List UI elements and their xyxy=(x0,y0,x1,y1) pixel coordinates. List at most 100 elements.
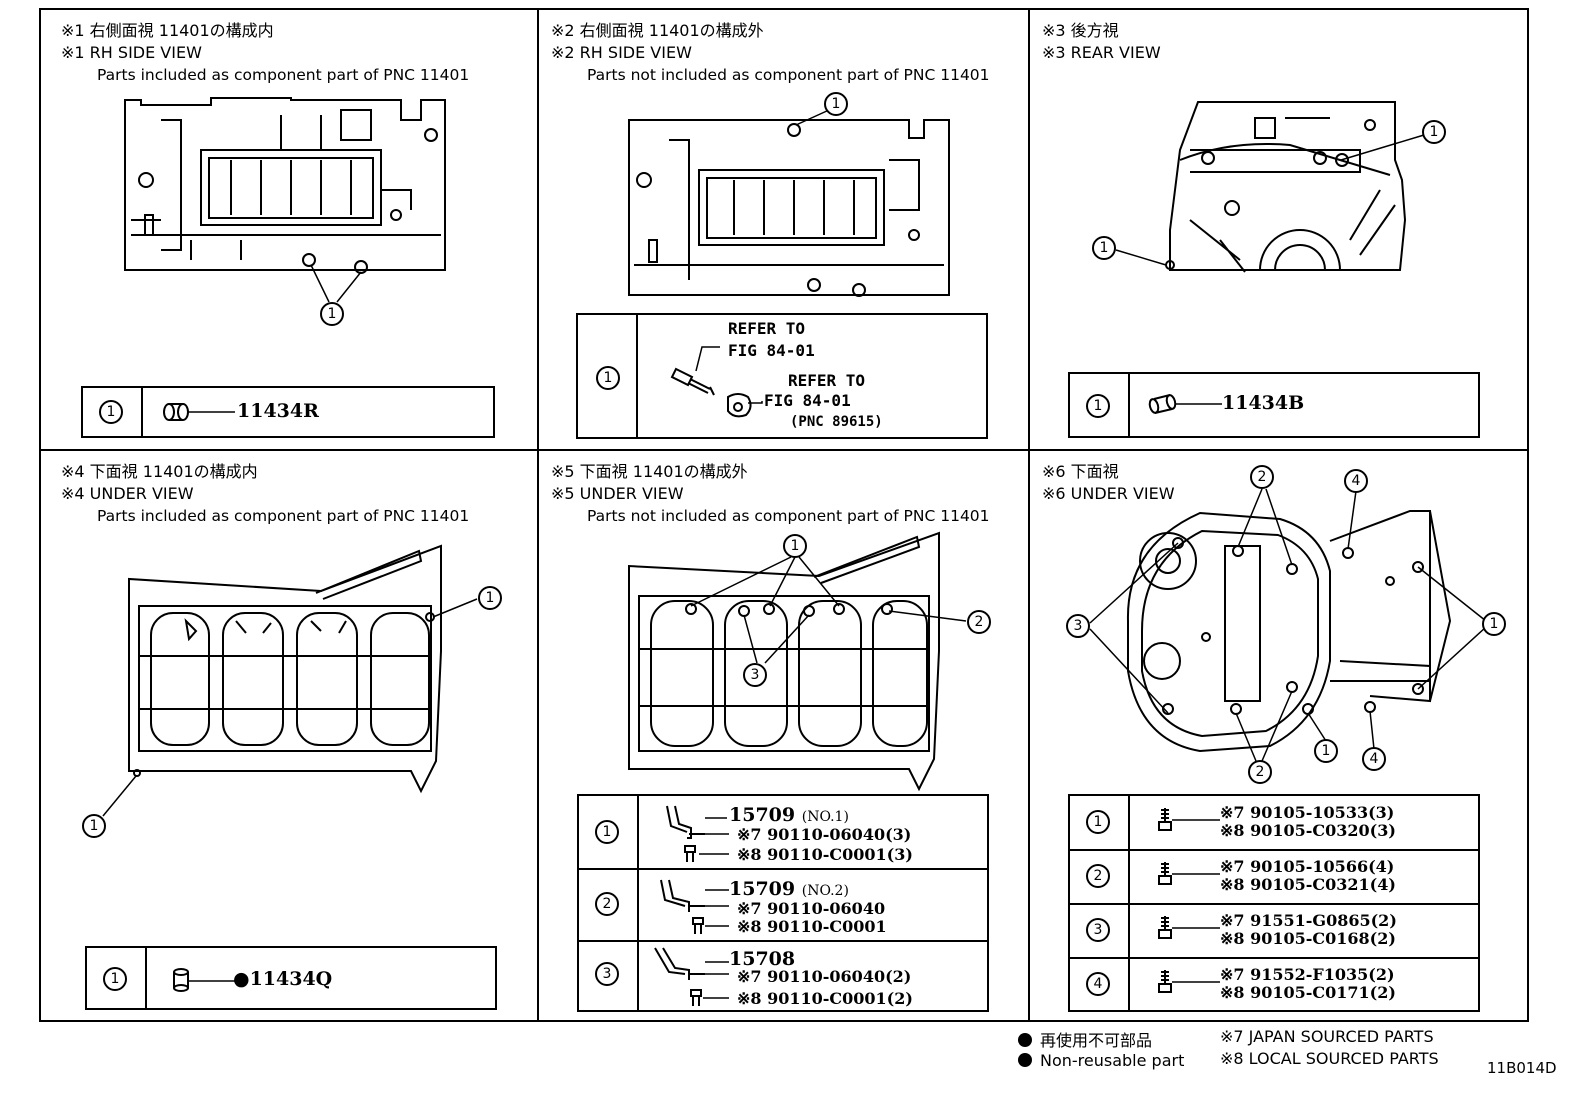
panel-under-view-not-included: ※5 下面視 11401の構成外 ※5 UNDER VIEW Parts not… xyxy=(539,451,1028,1020)
row-japan-part: ※7 91551-G0865(2) xyxy=(1220,911,1397,930)
row-part-number: 15708 xyxy=(729,948,796,970)
legend-number: 1 xyxy=(99,400,123,424)
row-japan-part: ※7 90110-06040 xyxy=(737,899,886,918)
legend-box: 1 11434R xyxy=(81,386,495,438)
title-jp: ※1 右側面視 11401の構成内 xyxy=(61,21,274,40)
legend-box: 1 ●11434Q xyxy=(85,946,497,1010)
panel-header: ※4 下面視 11401の構成内 ※4 UNDER VIEW Parts inc… xyxy=(61,461,469,527)
row-local-part: ※8 90105-C0320(3) xyxy=(1220,821,1396,840)
nonreusable-dot-icon xyxy=(1018,1033,1032,1047)
title-jp: ※6 下面視 xyxy=(1042,462,1119,481)
engine-block-side-drawing xyxy=(628,109,950,297)
panel-header: ※1 右側面視 11401の構成内 ※1 RH SIDE VIEW Parts … xyxy=(61,20,469,86)
footer-local-sourced: ※8 LOCAL SOURCED PARTS xyxy=(1220,1049,1439,1068)
figure-id: 11B014D xyxy=(1487,1059,1557,1077)
title-en: ※5 UNDER VIEW xyxy=(551,484,684,503)
refer-text-1b: FIG 84-01 xyxy=(728,341,815,360)
row-japan-part: ※7 90110-06040(2) xyxy=(737,967,912,986)
legend-part-number: 11434R xyxy=(237,400,319,422)
legend-part-number: 11434B xyxy=(1222,392,1305,414)
panel-rh-side-view-included: ※1 右側面視 11401の構成内 ※1 RH SIDE VIEW Parts … xyxy=(41,10,537,449)
callout-1-right: 1 xyxy=(478,586,502,610)
row-local-part: ※8 90110-C0001(2) xyxy=(737,989,913,1008)
row-number: 2 xyxy=(1086,864,1110,888)
refer-text-2c: (PNC 89615) xyxy=(790,414,883,430)
pin-icon xyxy=(163,403,235,421)
callout-1-bottom: 1 xyxy=(1314,739,1338,763)
row-number: 4 xyxy=(1086,972,1110,996)
dowel-icon xyxy=(173,968,235,992)
refer-text-2b: FIG 84-01 xyxy=(764,391,851,410)
row-number: 3 xyxy=(595,962,619,986)
row-part-number: 15709 (NO.1) xyxy=(729,804,849,826)
legend-number: 1 xyxy=(103,967,127,991)
diagram-frame xyxy=(39,8,1529,1022)
row-local-part: ※8 90105-C0168(2) xyxy=(1220,929,1396,948)
callout-4-top: 4 xyxy=(1344,469,1368,493)
engine-block-side-drawing xyxy=(124,97,446,303)
callout-3: 3 xyxy=(743,663,767,687)
description: Parts not included as component part of … xyxy=(587,507,990,525)
legend-number: 1 xyxy=(596,366,620,390)
panel-header: ※3 後方視 ※3 REAR VIEW xyxy=(1042,20,1161,64)
grid-divider xyxy=(39,449,1529,451)
callout-3: 3 xyxy=(1066,614,1090,638)
footer-japan-sourced: ※7 JAPAN SOURCED PARTS xyxy=(1220,1027,1434,1046)
title-jp: ※3 後方視 xyxy=(1042,21,1119,40)
oil-jet-icons xyxy=(654,805,729,1006)
description: Parts included as component part of PNC … xyxy=(97,507,470,525)
grid-divider xyxy=(537,8,539,1022)
description: Parts not included as component part of … xyxy=(587,66,990,84)
row-local-part: ※8 90105-C0321(4) xyxy=(1220,875,1396,894)
title-jp: ※4 下面視 11401の構成内 xyxy=(61,462,258,481)
callout-2-top: 2 xyxy=(1250,465,1274,489)
callout-1-left: 1 xyxy=(82,814,106,838)
panel-under-view-bolts: ※6 下面視 ※6 UNDER VIEW xyxy=(1030,451,1527,1020)
callout-1-left: 1 xyxy=(1092,236,1116,260)
panel-header: ※2 右側面視 11401の構成外 ※2 RH SIDE VIEW Parts … xyxy=(551,20,990,86)
legend-table: 1 ※7 90105-10533(3) ※8 90105-C0320(3) 2 … xyxy=(1068,794,1480,1012)
callout-1: 1 xyxy=(320,302,344,326)
row-local-part: ※8 90110-C0001 xyxy=(737,917,887,936)
engine-block-rear-drawing xyxy=(1115,101,1425,273)
row-number: 3 xyxy=(1086,918,1110,942)
footer-nonreusable-jp: 再使用不可部品 xyxy=(1018,1027,1152,1051)
title-jp: ※2 右側面視 11401の構成外 xyxy=(551,21,764,40)
title-en: ※4 UNDER VIEW xyxy=(61,484,194,503)
legend-table: 1 15709 (NO.1) ※7 9 xyxy=(577,794,989,1012)
callout-1-right: 1 xyxy=(1482,612,1506,636)
callout-2: 2 xyxy=(967,610,991,634)
legend-part-number: ●11434Q xyxy=(233,968,333,990)
bolt-icons xyxy=(1158,808,1220,993)
row-japan-part: ※7 90105-10566(4) xyxy=(1220,857,1395,876)
callout-2-bottom: 2 xyxy=(1248,760,1272,784)
refer-text-1a: REFER TO xyxy=(728,319,806,338)
legend-number: 1 xyxy=(1086,394,1110,418)
callout-1-top: 1 xyxy=(1422,120,1446,144)
row-number: 2 xyxy=(595,892,619,916)
engine-block-under-drawing xyxy=(102,544,478,817)
title-en: ※2 RH SIDE VIEW xyxy=(551,43,692,62)
title-jp: ※5 下面視 11401の構成外 xyxy=(551,462,748,481)
nonreusable-dot-icon xyxy=(1018,1053,1032,1067)
grid-divider xyxy=(1028,8,1030,1022)
callout-1: 1 xyxy=(783,534,807,558)
row-japan-part: ※7 91552-F1035(2) xyxy=(1220,965,1395,984)
row-part-number: 15709 (NO.2) xyxy=(729,878,849,900)
panel-rear-view: ※3 後方視 ※3 REAR VIEW 1 1 1 xyxy=(1030,10,1527,449)
callout-1: 1 xyxy=(824,92,848,116)
title-en: ※6 UNDER VIEW xyxy=(1042,484,1175,503)
title-en: ※3 REAR VIEW xyxy=(1042,43,1161,62)
panel-header: ※5 下面視 11401の構成外 ※5 UNDER VIEW Parts not… xyxy=(551,461,990,527)
bolt-and-clip-icon xyxy=(670,346,763,418)
engine-block-under-drawing xyxy=(628,531,967,792)
row-local-part: ※8 90105-C0171(2) xyxy=(1220,983,1396,1002)
title-en: ※1 RH SIDE VIEW xyxy=(61,43,202,62)
row-number: 1 xyxy=(595,820,619,844)
refer-text-2a: REFER TO xyxy=(788,371,866,390)
legend-box: 1 11434B xyxy=(1068,372,1480,438)
engine-block-under-bolt-drawing xyxy=(1089,488,1487,762)
panel-under-view-included: ※4 下面視 11401の構成内 ※4 UNDER VIEW Parts inc… xyxy=(41,451,537,1020)
panel-rh-side-view-not-included: ※2 右側面視 11401の構成外 ※2 RH SIDE VIEW Parts … xyxy=(539,10,1028,449)
legend-box: 1 REFER TO FIG 84-01 REFER TO FIG 84-01 … xyxy=(576,313,988,439)
